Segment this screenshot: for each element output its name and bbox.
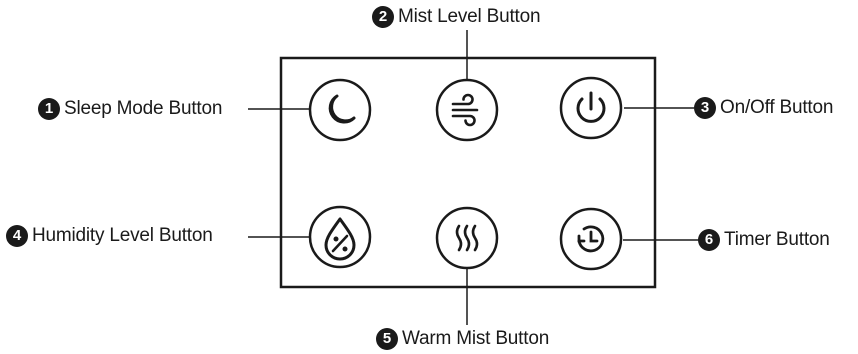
sleep-mode-button[interactable] <box>308 78 372 142</box>
callout-warm-mist: 5 Warm Mist Button <box>376 328 549 350</box>
callout-label: Sleep Mode Button <box>64 98 223 119</box>
humidity-drop-percent-icon <box>324 217 356 261</box>
callout-mist-level: 2 Mist Level Button <box>372 6 541 28</box>
callout-number: 3 <box>694 97 716 119</box>
moon-icon <box>328 94 356 124</box>
callout-number: 4 <box>6 225 28 247</box>
heat-waves-icon <box>455 224 479 252</box>
callout-sleep-mode: 1 Sleep Mode Button <box>38 98 222 120</box>
mist-level-button[interactable] <box>435 78 499 142</box>
control-panel-frame <box>279 56 657 289</box>
callout-number: 5 <box>376 328 398 350</box>
callout-number: 1 <box>38 98 60 120</box>
callout-label: Mist Level Button <box>398 6 541 27</box>
wind-icon <box>451 93 479 127</box>
callout-label: Warm Mist Button <box>402 328 550 349</box>
callout-on-off: 3 On/Off Button <box>694 97 833 119</box>
on-off-button[interactable] <box>559 76 623 140</box>
callout-label: Timer Button <box>724 229 830 250</box>
humidity-level-button[interactable] <box>308 205 372 269</box>
callout-humidity-level: 4 Humidity Level Button <box>6 225 213 247</box>
warm-mist-button[interactable] <box>435 206 499 270</box>
callout-label: Humidity Level Button <box>32 225 213 246</box>
timer-button[interactable] <box>559 207 623 271</box>
callout-label: On/Off Button <box>720 97 834 118</box>
power-icon <box>576 91 606 123</box>
timer-icon <box>577 225 605 253</box>
callout-number: 2 <box>372 6 394 28</box>
callout-timer: 6 Timer Button <box>698 229 830 251</box>
callout-number: 6 <box>698 229 720 251</box>
